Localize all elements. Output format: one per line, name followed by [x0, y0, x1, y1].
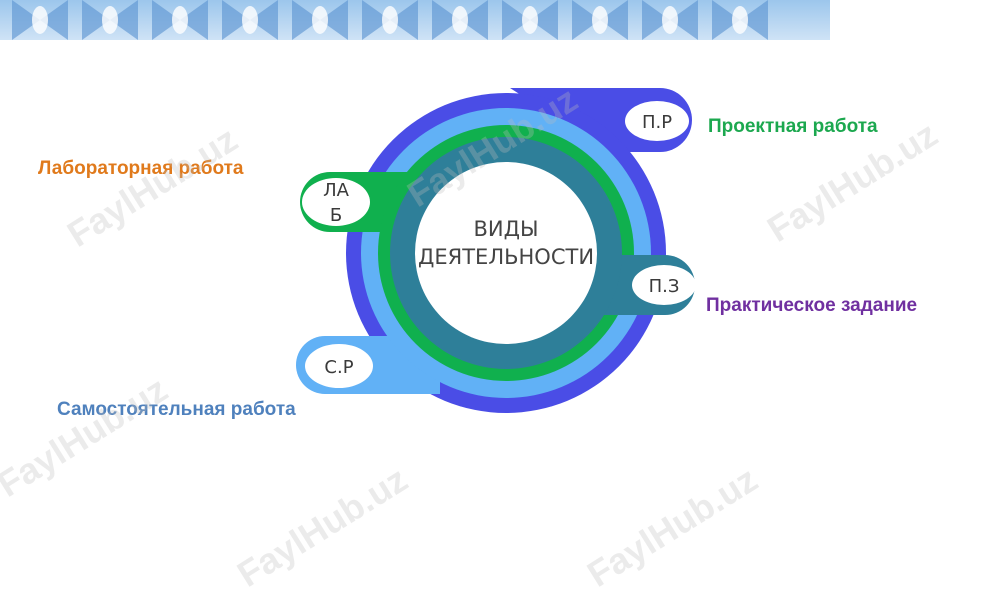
pill-sr-text: С.Р: [324, 357, 353, 378]
pill-lab-text-line2: Б: [330, 205, 342, 226]
label-sr: Самостоятельная работа: [57, 399, 296, 420]
center-title-line2: ДЕЯТЕЛЬНОСТИ: [418, 245, 594, 269]
ikat-pattern-banner: [0, 0, 1000, 40]
label-prac: Практическое задание: [706, 295, 918, 316]
pill-lab: [302, 178, 370, 226]
pill-lab-text-line1: ЛА: [323, 180, 350, 201]
pill-prac: [632, 265, 696, 305]
activity-types-diagram: ВИДЫ ДЕЯТЕЛЬНОСТИ П.Р ЛА Б П.З С.Р: [296, 88, 696, 413]
pill-proj: [625, 101, 689, 141]
label-lab: Лабораторная работа: [38, 158, 244, 179]
pill-prac-text: П.З: [649, 276, 680, 297]
pill-sr: [305, 344, 373, 388]
label-proj: Проектная работа: [708, 116, 878, 137]
center-title-line1: ВИДЫ: [473, 217, 538, 241]
pill-proj-text: П.Р: [642, 112, 672, 133]
center-circle: [415, 162, 597, 344]
